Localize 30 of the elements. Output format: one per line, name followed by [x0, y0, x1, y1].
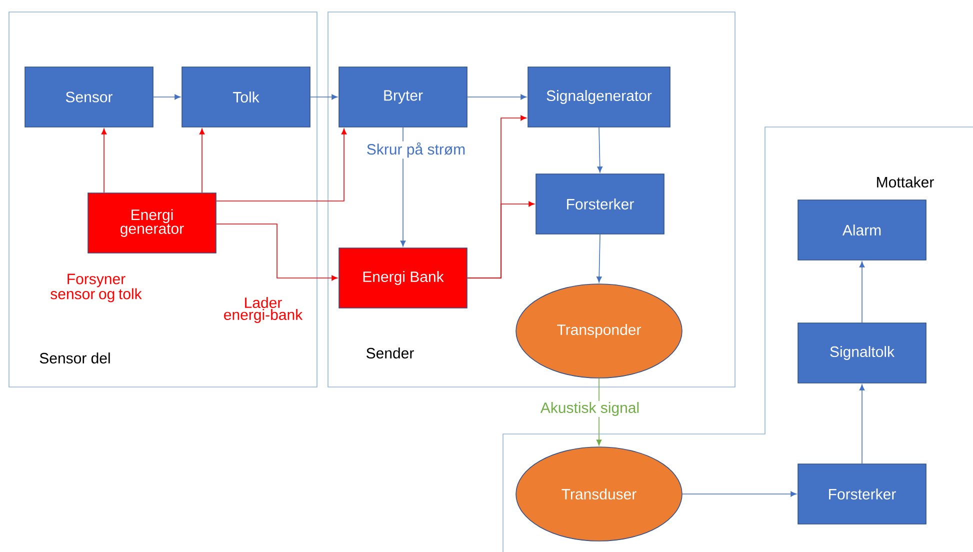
process-box: Alarm — [798, 200, 926, 260]
arrow — [467, 201, 535, 278]
edge-label: Skrur på strøm — [365, 141, 467, 159]
annotation: Lader energi-bank — [224, 297, 303, 323]
arrow — [101, 128, 107, 193]
power-box: Energi Bank — [338, 248, 468, 308]
process-box: Forsterker — [798, 464, 926, 524]
edge-label: Akustisk signal — [539, 401, 641, 417]
arrow — [682, 491, 797, 497]
arrow — [400, 127, 406, 247]
arrow — [310, 94, 338, 100]
arrow — [467, 94, 527, 100]
ellipse-node: Transduser — [516, 446, 682, 542]
arrow — [199, 128, 205, 193]
process-box: Signalgenerator — [528, 66, 670, 128]
annotation: Forsyner sensor og tolk — [50, 274, 142, 302]
process-box: Sensor — [24, 66, 154, 128]
ellipse-node: Transponder — [516, 284, 682, 378]
arrow — [216, 224, 338, 281]
arrow — [153, 94, 181, 100]
arrow — [216, 128, 347, 202]
process-box: Forsterker — [536, 174, 664, 234]
power-box: Energi generator — [88, 192, 216, 254]
process-box: Bryter — [338, 66, 468, 128]
arrow — [596, 234, 602, 283]
arrow — [859, 261, 865, 323]
process-box: Signaltolk — [798, 322, 926, 384]
arrow — [597, 127, 603, 173]
process-box: Tolk — [182, 66, 310, 128]
arrow — [859, 384, 865, 464]
